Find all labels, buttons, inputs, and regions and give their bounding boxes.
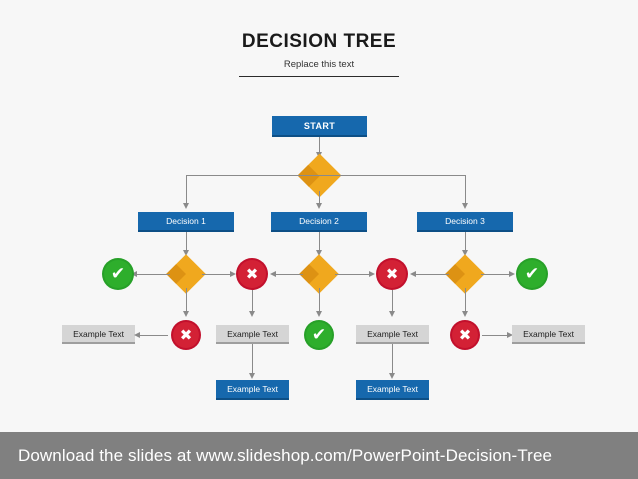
cross-mark-icon: ✖	[385, 264, 399, 283]
arrow-decision-3-to-diamond	[462, 250, 468, 256]
connector-diamond-1-to-cross	[202, 274, 231, 275]
check-circle-2[interactable]: ✔	[516, 258, 548, 290]
gray-example-box-1[interactable]: Example Text	[62, 325, 135, 344]
circle-inner	[238, 260, 266, 288]
arrow-decision-1-to-diamond	[183, 250, 189, 256]
connector-diamond-2-down	[319, 288, 320, 312]
connector-gray-3-to-leaf-2	[392, 344, 393, 374]
gray-example-box-4[interactable]: Example Text	[512, 325, 585, 344]
connector-root-to-decision-2	[319, 191, 320, 204]
circle-inner	[306, 322, 332, 348]
cross-circle-3[interactable]: ✖	[171, 320, 201, 350]
connector-start-to-root	[319, 137, 320, 154]
gray-example-box-2[interactable]: Example Text	[216, 325, 289, 344]
cross-circle-1[interactable]: ✖	[236, 258, 268, 290]
connector-decision-2-to-diamond	[319, 232, 320, 252]
title-divider	[239, 76, 399, 77]
footer-download-text[interactable]: Download the slides at www.slideshop.com…	[18, 445, 553, 465]
arrow-diamond-2-to-cross-1	[270, 271, 276, 277]
blue-leaf-box-1[interactable]: Example Text	[216, 380, 289, 400]
gray-example-box-3[interactable]: Example Text	[356, 325, 429, 344]
cross-mark-icon: ✖	[245, 264, 259, 283]
decision-box-1[interactable]: Decision 1	[138, 212, 234, 232]
page-subtitle: Replace this text	[283, 59, 355, 70]
connector-diamond-3-down	[465, 288, 466, 312]
arrow-cross-1-down	[249, 311, 255, 317]
circle-inner	[378, 260, 406, 288]
arrow-diamond-2-down	[316, 311, 322, 317]
arrow-diamond-3-to-check	[509, 271, 515, 277]
connector-diamond-2-to-cross-1	[275, 274, 303, 275]
decision-box-3[interactable]: Decision 3	[417, 212, 513, 232]
arrow-diamond-3-down	[462, 311, 468, 317]
connector-root-bus	[186, 175, 465, 176]
cross-mark-icon: ✖	[458, 325, 472, 344]
connector-diamond-3-to-cross-2	[415, 274, 449, 275]
circle-inner	[452, 322, 478, 348]
arrow-root-to-decision-2	[316, 203, 322, 209]
circle-inner	[173, 322, 199, 348]
check-mark-icon: ✔	[311, 324, 327, 345]
decision-box-2[interactable]: Decision 2	[271, 212, 367, 232]
connector-diamond-1-down	[186, 288, 187, 312]
arrow-cross-4-to-gray-4	[507, 332, 513, 338]
connector-diamond-2-to-cross-2	[335, 274, 370, 275]
connector-diamond-3-to-check	[481, 274, 510, 275]
arrow-diamond-2-to-cross-2	[369, 271, 375, 277]
arrow-root-to-decision-3	[462, 203, 468, 209]
arrow-decision-2-to-diamond	[316, 250, 322, 256]
footer-banner: Download the slides at www.slideshop.com…	[0, 432, 638, 479]
arrow-diamond-1-to-check	[131, 271, 137, 277]
cross-mark-icon: ✖	[179, 325, 193, 344]
connector-decision-3-to-diamond	[465, 232, 466, 252]
circle-inner	[518, 260, 546, 288]
connector-cross-2-down	[392, 290, 393, 312]
connector-gray-2-to-leaf-1	[252, 344, 253, 374]
connector-diamond-1-to-check	[136, 274, 170, 275]
cross-circle-4[interactable]: ✖	[450, 320, 480, 350]
arrow-root-to-decision-1	[183, 203, 189, 209]
circle-inner	[104, 260, 132, 288]
arrow-gray-2-to-leaf-1	[249, 373, 255, 379]
start-box[interactable]: START	[272, 116, 367, 137]
check-circle-1[interactable]: ✔	[102, 258, 134, 290]
connector-root-to-decision-1	[186, 175, 187, 204]
cross-circle-2[interactable]: ✖	[376, 258, 408, 290]
check-circle-3[interactable]: ✔	[304, 320, 334, 350]
connector-decision-1-to-diamond	[186, 232, 187, 252]
arrow-diamond-1-down	[183, 311, 189, 317]
blue-leaf-box-2[interactable]: Example Text	[356, 380, 429, 400]
page-title: DECISION TREE	[241, 31, 397, 52]
arrow-diamond-3-to-cross-2	[410, 271, 416, 277]
connector-cross-1-down	[252, 290, 253, 312]
arrow-diamond-1-to-cross	[230, 271, 236, 277]
connector-cross-4-to-gray-4	[482, 335, 508, 336]
connector-cross-3-to-gray-1	[139, 335, 168, 336]
arrow-cross-2-down	[389, 311, 395, 317]
check-mark-icon: ✔	[524, 263, 540, 284]
check-mark-icon: ✔	[110, 263, 126, 284]
arrow-cross-3-to-gray-1	[134, 332, 140, 338]
arrow-gray-3-to-leaf-2	[389, 373, 395, 379]
connector-root-to-decision-3	[465, 175, 466, 204]
